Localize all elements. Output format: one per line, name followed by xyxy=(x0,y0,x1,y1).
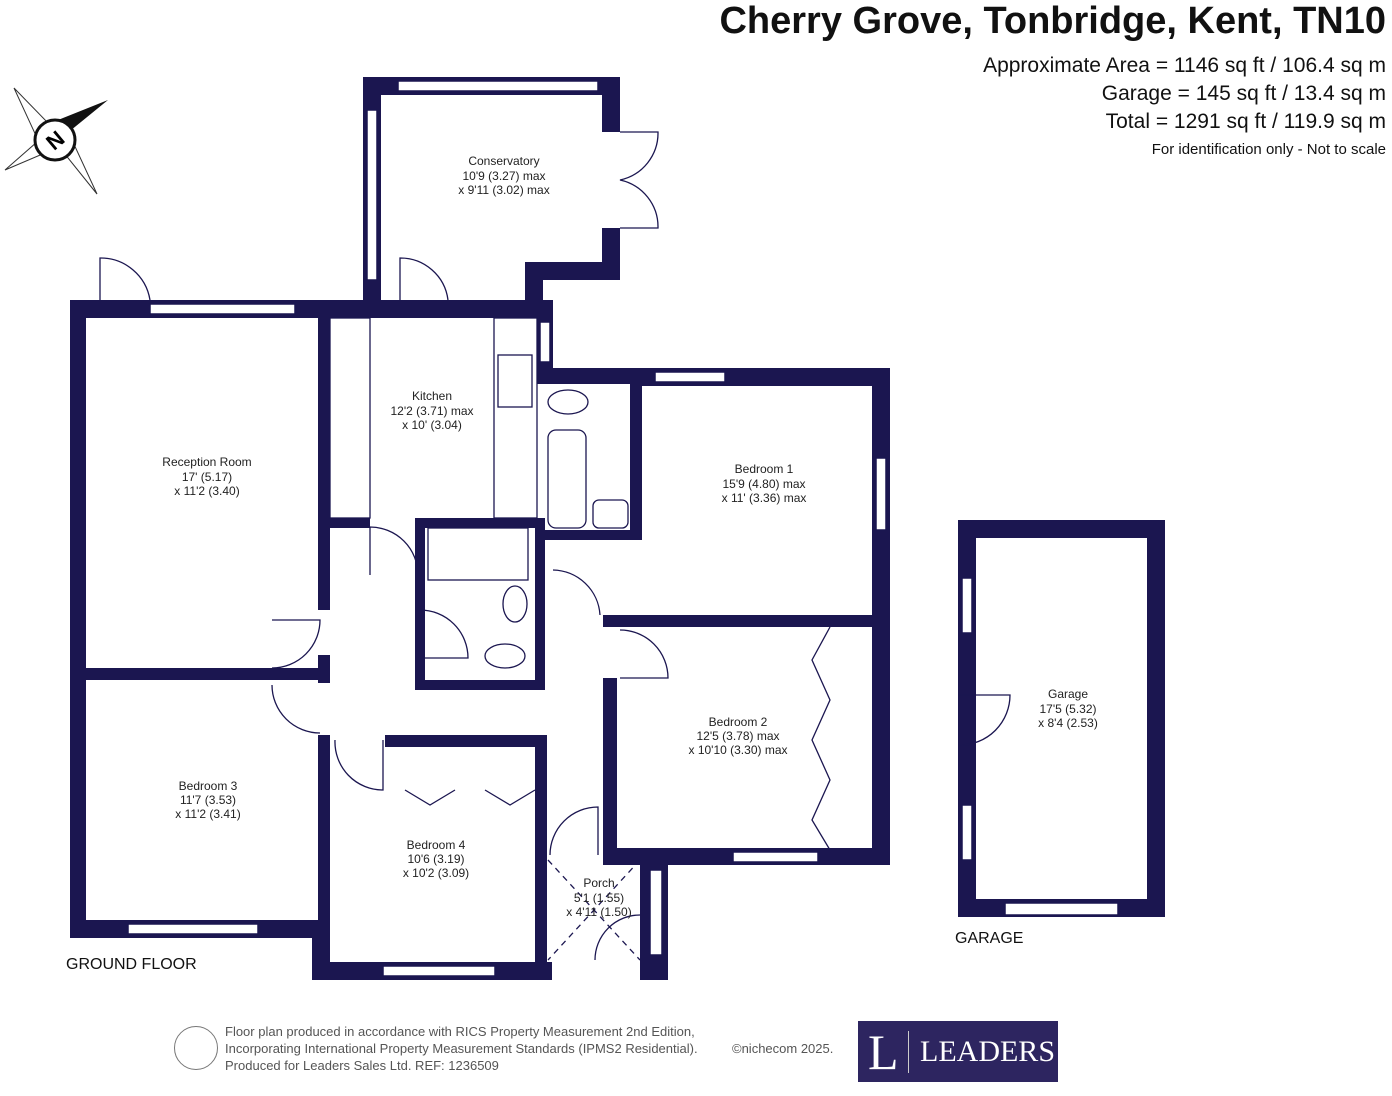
bedroom1-name: Bedroom 1 xyxy=(735,462,794,476)
bedroom2-dim1: 12'5 (3.78) max xyxy=(697,729,780,743)
reception-dim2: x 11'2 (3.40) xyxy=(174,484,239,498)
porch-dim1: 5'1 (1.55) xyxy=(574,891,624,905)
windows xyxy=(127,80,1119,977)
conservatory-dim1: 10'9 (3.27) max xyxy=(463,169,546,183)
room-labels: Conservatory 10'9 (3.27) max x 9'11 (3.0… xyxy=(162,154,1098,919)
garage-area: Garage = 145 sq ft / 13.4 sq m xyxy=(1101,82,1386,105)
porch-name: Porch xyxy=(583,876,614,890)
kitchen-dim1: 12'2 (3.71) max xyxy=(391,404,474,418)
garage-dim1: 17'5 (5.32) xyxy=(1040,702,1097,716)
footer-line2: Incorporating International Property Mea… xyxy=(225,1041,698,1056)
bedroom4-dim1: 10'6 (3.19) xyxy=(408,852,465,866)
toilet-icon xyxy=(484,643,526,669)
bedroom3-dim1: 11'7 (3.53) xyxy=(180,793,236,807)
property-title: Cherry Grove, Tonbridge, Kent, TN10 xyxy=(719,0,1386,42)
garage-name: Garage xyxy=(1048,687,1088,701)
conservatory-dim2: x 9'11 (3.02) max xyxy=(458,183,549,197)
logo-text: LEADERS xyxy=(920,1035,1055,1068)
ground-floor-label: GROUND FLOOR xyxy=(66,956,197,973)
footer-line1: Floor plan produced in accordance with R… xyxy=(225,1024,695,1039)
sink-icon xyxy=(497,354,533,408)
copyright: ©nichecom 2025. xyxy=(732,1041,834,1056)
reception-name: Reception Room xyxy=(162,455,251,469)
bedroom4-name: Bedroom 4 xyxy=(407,838,466,852)
conservatory-name: Conservatory xyxy=(468,154,539,168)
approximate-area: Approximate Area = 1146 sq ft / 106.4 sq… xyxy=(983,54,1386,77)
porch-dim2: x 4'11 (1.50) xyxy=(566,905,631,919)
total-area: Total = 1291 sq ft / 119.9 sq m xyxy=(1105,110,1386,133)
bedroom4-dim2: x 10'2 (3.09) xyxy=(403,866,469,880)
reception-dim1: 17' (5.17) xyxy=(182,470,232,484)
bedroom1-dim2: x 11' (3.36) max xyxy=(722,491,807,505)
garage-floor-label: GARAGE xyxy=(955,930,1024,947)
kitchen-dim2: x 10' (3.04) xyxy=(402,418,462,432)
footer-text: Floor plan produced in accordance with R… xyxy=(225,1023,698,1074)
bedroom3-name: Bedroom 3 xyxy=(179,779,238,793)
compass-icon: N xyxy=(4,87,108,195)
toilet-icon xyxy=(547,389,589,415)
bedroom2-name: Bedroom 2 xyxy=(709,715,768,729)
bedroom3-dim2: x 11'2 (3.41) xyxy=(175,807,240,821)
garage-dim2: x 8'4 (2.53) xyxy=(1038,716,1098,730)
footer-line3: Produced for Leaders Sales Ltd. REF: 123… xyxy=(225,1058,499,1073)
scale-note: For identification only - Not to scale xyxy=(1151,141,1386,158)
basin-icon xyxy=(502,585,528,623)
logo-letter: L xyxy=(868,1024,899,1080)
leaders-logo: L LEADERS xyxy=(858,1021,1058,1082)
bedroom1-dim1: 15'9 (4.80) max xyxy=(723,477,806,491)
fixtures xyxy=(329,317,641,961)
person-icon xyxy=(174,1026,218,1070)
logo-divider xyxy=(908,1031,909,1073)
shower-icon xyxy=(427,527,529,581)
basin-icon xyxy=(592,499,629,529)
kitchen-name: Kitchen xyxy=(412,389,452,403)
bedroom2-dim2: x 10'10 (3.30) max xyxy=(688,743,787,757)
bath-icon xyxy=(547,429,587,529)
doors xyxy=(99,131,1011,961)
